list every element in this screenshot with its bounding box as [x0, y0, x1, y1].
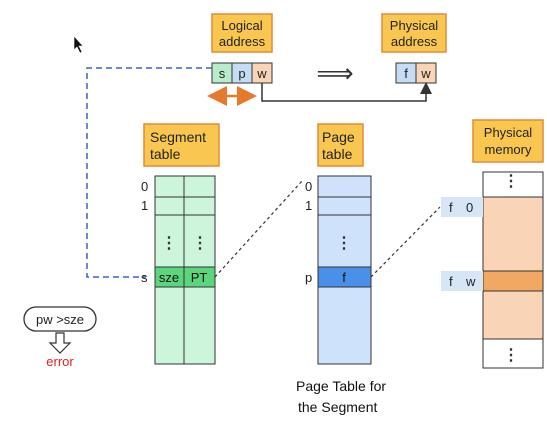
- svg-text:⋮: ⋮: [161, 235, 177, 252]
- page-row-1: 1: [305, 198, 312, 213]
- page-table-label: Page table: [317, 123, 364, 167]
- logical-address-fields: s p w: [211, 62, 273, 84]
- svg-text:table: table: [322, 146, 353, 162]
- svg-text:address: address: [219, 34, 266, 49]
- svg-text:Segment: Segment: [150, 129, 206, 145]
- page-to-frame-dotted-line: [370, 206, 441, 278]
- mouse-cursor-icon: [73, 35, 84, 54]
- segment-row-s: s: [141, 270, 148, 285]
- page-table: f ⋮: [317, 175, 372, 365]
- svg-text:⋮: ⋮: [503, 347, 519, 364]
- svg-text:table: table: [150, 146, 181, 162]
- physical-memory-label: Physical memory: [472, 119, 544, 163]
- svg-text:Physical: Physical: [484, 125, 533, 140]
- logical-s: s: [219, 66, 226, 81]
- svg-text:f: f: [449, 274, 453, 289]
- logical-address-label: Logical address: [211, 13, 273, 53]
- logical-p: p: [238, 66, 245, 81]
- bounds-condition: pw >sze: [36, 312, 84, 327]
- physical-address-label: Physical address: [381, 13, 447, 53]
- segment-table: sze PT ⋮ ⋮: [154, 175, 216, 365]
- logical-w: w: [256, 66, 267, 81]
- segment-table-label: Segment table: [143, 123, 220, 167]
- implies-arrow-icon: ⟹: [316, 58, 353, 88]
- physical-memory: ⋮ ⋮: [482, 171, 544, 369]
- caption-line-2: the Segment: [298, 399, 377, 415]
- svg-text:PT: PT: [191, 270, 208, 285]
- svg-text:⋮: ⋮: [503, 173, 519, 190]
- svg-text:Physical: Physical: [390, 18, 439, 33]
- page-row-p: p: [305, 270, 312, 285]
- segment-to-page-dotted-line: [214, 180, 303, 278]
- svg-text:⋮: ⋮: [336, 235, 352, 252]
- frame-word-label: f w: [441, 271, 483, 291]
- bounds-check: pw >sze: [23, 306, 97, 332]
- memory-word-cell: [482, 270, 544, 292]
- svg-text:0: 0: [466, 200, 473, 215]
- physical-w: w: [420, 66, 431, 81]
- physical-address-fields: f w: [395, 62, 437, 84]
- svg-text:address: address: [391, 34, 438, 49]
- frame-start-label: f 0: [441, 197, 483, 217]
- svg-text:Logical: Logical: [221, 18, 262, 33]
- svg-text:sze: sze: [159, 270, 179, 285]
- segment-row-0: 0: [141, 179, 148, 194]
- offset-copy-arrow: [261, 82, 432, 102]
- caption-line-1: Page Table for: [296, 378, 386, 394]
- down-arrow-icon: [48, 332, 72, 354]
- svg-text:w: w: [465, 274, 476, 289]
- svg-text:memory: memory: [485, 142, 532, 157]
- svg-text:f: f: [342, 270, 346, 285]
- segment-index-dashed-line: [86, 67, 212, 278]
- physical-f: f: [404, 66, 408, 81]
- svg-text:f: f: [449, 200, 453, 215]
- error-label: error: [46, 354, 74, 369]
- segment-row-1: 1: [141, 198, 148, 213]
- svg-text:⋮: ⋮: [192, 235, 208, 252]
- svg-text:Page: Page: [322, 129, 355, 145]
- page-row-0: 0: [305, 179, 312, 194]
